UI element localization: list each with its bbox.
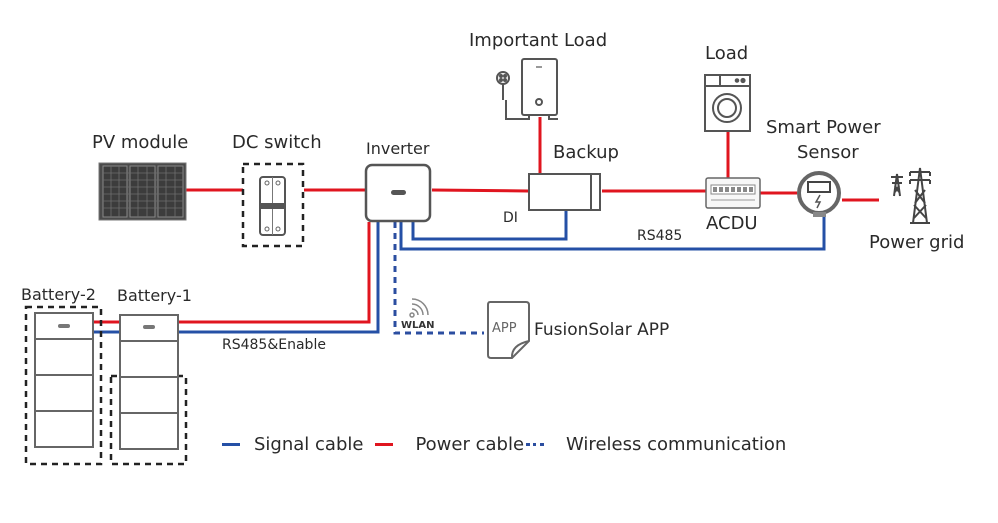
battery-stack-icon [24,305,103,466]
wireless-swatch [526,443,545,446]
legend-label-wireless: Wireless communication [566,434,787,455]
breaker-switch-icon [241,162,305,248]
fusionsolar-app-label: FusionSolar APP [534,320,670,340]
inverter-label: Inverter [366,139,430,158]
legend: Signal cable Power cable Wireless commun… [222,434,798,455]
app-icon-text: APP [492,321,517,336]
signal-cable-rs485-enable [178,222,380,334]
battery-stack-icon [109,314,188,466]
rs485-label: RS485 [637,228,683,244]
signal-cable-swatch [222,443,240,446]
wlan-label: WLAN [401,320,435,331]
solar-panel-icon [98,162,187,221]
important-load-label: Important Load [469,30,608,51]
backup-box-icon [528,173,601,211]
distribution-board-icon [705,177,761,209]
wireless-link-app [393,222,484,335]
signal-cable-rs485 [399,216,826,251]
pv-module-label: PV module [92,132,189,153]
dc-switch-label: DC switch [232,132,322,153]
legend-label-power: Power cable [415,434,525,455]
water-heater-icon [496,58,558,120]
washing-machine-icon [704,74,751,132]
signal-cable-di [411,210,568,241]
power-cable-swatch [375,443,394,446]
acdu-label: ACDU [706,213,758,234]
battery-1-label: Battery-1 [117,286,192,305]
di-label: DI [503,210,518,226]
inverter-icon [364,163,432,223]
legend-label-signal: Signal cable [254,434,364,455]
backup-label: Backup [553,142,619,163]
power-cable-inverter-backup [431,188,529,193]
smart-power-sensor-label-line2: Sensor [797,142,859,163]
signal-cables [94,210,826,334]
power-cables [94,117,879,324]
transmission-tower-icon [891,167,931,224]
power-grid-label: Power grid [869,232,965,253]
legend-item-wireless: Wireless communication [526,434,787,455]
app-document-icon [487,301,530,359]
battery-2-label: Battery-2 [21,285,96,304]
power-meter-icon [797,171,841,217]
rs485-enable-label: RS485&Enable [222,337,326,353]
power-cable-inverter-battery1 [178,222,371,324]
smart-power-sensor-label-line1: Smart Power [766,117,881,138]
wifi-icon [409,298,429,318]
legend-item-signal: Signal cable [222,434,363,455]
legend-item-power: Power cable [375,434,524,455]
load-label: Load [705,43,749,64]
